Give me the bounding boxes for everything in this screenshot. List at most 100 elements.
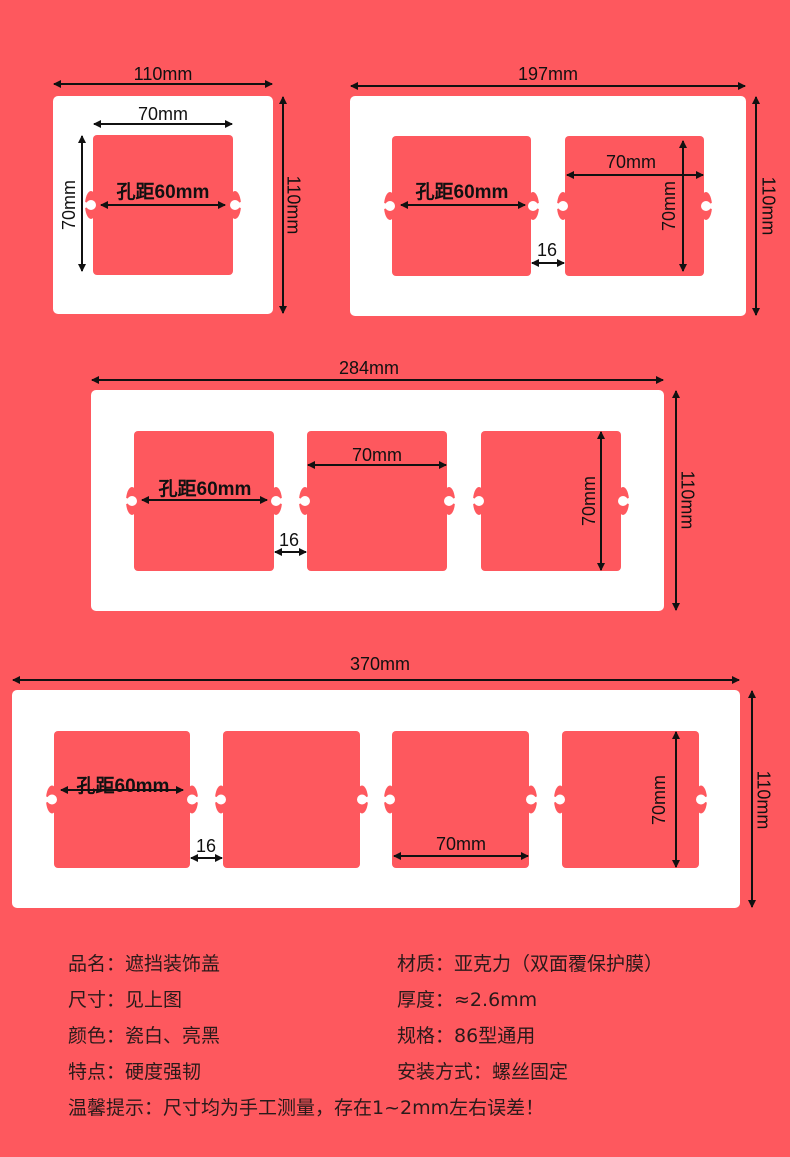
spec-label: 安装方式： <box>397 1060 493 1083</box>
dimension-label-width: 110mm <box>134 64 193 84</box>
dimension-label-hole-width: 70mm <box>138 104 188 124</box>
screw-slot-tab <box>300 496 310 506</box>
spec-color: 颜色：瓷白、亮黑 <box>68 1021 397 1048</box>
screw-slot-tab <box>618 496 628 506</box>
screw-slot-edge <box>536 203 542 209</box>
screw-slot-edge <box>534 796 540 803</box>
dimension-label-hole-spacing: 孔距60mm <box>77 775 170 797</box>
spec-label: 材质： <box>397 952 455 975</box>
screw-slot-edge <box>212 796 218 803</box>
dimension-label-width: 284mm <box>339 358 399 378</box>
screw-slot-edge <box>554 203 560 209</box>
spec-value: ≈2.6mm <box>454 988 538 1011</box>
screw-slot-edge <box>296 498 302 504</box>
screw-slot-tab <box>444 496 454 506</box>
switch-opening <box>551 731 710 868</box>
opening-cutout <box>562 731 699 868</box>
spec-label: 品名： <box>68 952 126 975</box>
screw-slot-tab <box>127 496 137 506</box>
screw-slot-tab <box>526 794 536 805</box>
spec-size: 尺寸：见上图 <box>68 985 397 1012</box>
screw-slot-edge <box>365 796 371 803</box>
dimension-label-height: 110mm <box>758 177 778 236</box>
switch-opening <box>212 731 371 868</box>
screw-slot-edge <box>551 796 557 803</box>
opening-cutout <box>54 731 190 868</box>
note-label: 温馨提示： <box>68 1096 164 1119</box>
screw-slot-tab <box>216 794 226 805</box>
plate-frame <box>12 690 740 908</box>
screw-slot-edge <box>123 498 129 504</box>
spec-value: 瓷白、亮黑 <box>125 1024 221 1047</box>
screw-slot-tab <box>230 200 240 210</box>
opening-cutout <box>223 731 360 868</box>
screw-slot-edge <box>704 796 710 803</box>
dimension-label-height: 110mm <box>677 471 697 530</box>
spec-row: 品名：遮挡装饰盖 材质：亚克力（双面覆保护膜） <box>68 944 768 980</box>
screw-slot-tab <box>271 496 281 506</box>
dimension-label-height: 110mm <box>283 176 303 235</box>
spec-value: 硬度强韧 <box>125 1060 202 1083</box>
spec-label: 厚度： <box>397 988 455 1011</box>
dimension-label-hole-width: 70mm <box>606 152 656 172</box>
dimension-label-height: 110mm <box>753 771 773 830</box>
dimension-label-hole-width: 70mm <box>436 834 486 854</box>
dimension-label-hole-spacing: 孔距60mm <box>117 181 210 203</box>
screw-slot-edge <box>470 498 476 504</box>
switch-opening <box>381 731 540 868</box>
spec-row: 颜色：瓷白、亮黑 规格：86型通用 <box>68 1016 768 1052</box>
screw-slot-edge <box>195 796 201 803</box>
spec-label: 颜色： <box>68 1024 126 1047</box>
screw-slot-tab <box>385 201 395 211</box>
opening-cutout <box>481 431 621 571</box>
cover-plate-4: 370mm 110mm 孔距60mm 16 70mm 70mm <box>12 654 773 908</box>
measurement-note: 温馨提示：尺寸均为手工测量，存在1~2mm左右误差！ <box>68 1088 768 1124</box>
spec-value: 亚克力（双面覆保护膜） <box>454 952 664 975</box>
spec-label: 尺寸： <box>68 988 126 1011</box>
switch-opening <box>470 431 632 571</box>
spec-label: 特点： <box>68 1060 126 1083</box>
spec-row: 特点：硬度强韧 安装方式：螺丝固定 <box>68 1052 768 1088</box>
dimension-label-hole-height: 70mm <box>659 181 679 231</box>
screw-slot-tab <box>528 201 538 211</box>
dimension-label-hole-width: 70mm <box>352 445 402 465</box>
spec-row: 尺寸：见上图 厚度：≈2.6mm <box>68 980 768 1016</box>
screw-slot-tab <box>701 201 711 211</box>
spec-standard: 规格：86型通用 <box>397 1021 726 1048</box>
screw-slot-tab <box>558 201 568 211</box>
opening-cutout <box>392 731 529 868</box>
screw-slot-tab <box>696 794 706 805</box>
dimension-label-hole-height: 70mm <box>649 775 669 825</box>
spec-thickness: 厚度：≈2.6mm <box>397 985 726 1012</box>
screw-slot-edge <box>43 796 49 803</box>
dimension-label-width: 197mm <box>518 64 578 84</box>
spec-value: 螺丝固定 <box>492 1060 569 1083</box>
dimension-label-width: 370mm <box>350 654 410 674</box>
dimension-label-hole-spacing: 孔距60mm <box>416 181 509 203</box>
spec-label: 规格： <box>397 1024 455 1047</box>
spec-value: 见上图 <box>125 988 183 1011</box>
screw-slot-tab <box>187 794 197 805</box>
dimension-label-gap: 16 <box>537 240 557 260</box>
screw-slot-edge <box>626 498 632 504</box>
spec-feature: 特点：硬度强韧 <box>68 1057 397 1084</box>
screw-slot-edge <box>381 203 387 209</box>
screw-slot-edge <box>279 498 285 504</box>
spec-install: 安装方式：螺丝固定 <box>397 1057 726 1084</box>
dimension-label-gap: 16 <box>279 530 299 550</box>
spec-material: 材质：亚克力（双面覆保护膜） <box>397 949 726 976</box>
screw-slot-tab <box>86 200 96 210</box>
dimension-label-gap: 16 <box>196 836 216 856</box>
dimension-label-hole-height: 70mm <box>579 476 599 526</box>
screw-slot-tab <box>357 794 367 805</box>
screw-slot-tab <box>47 794 57 805</box>
spec-value: 遮挡装饰盖 <box>125 952 221 975</box>
note-value: 尺寸均为手工测量，存在1~2mm左右误差！ <box>163 1096 545 1119</box>
switch-opening <box>43 731 201 868</box>
screw-slot-tab <box>474 496 484 506</box>
screw-slot-edge <box>238 202 244 208</box>
